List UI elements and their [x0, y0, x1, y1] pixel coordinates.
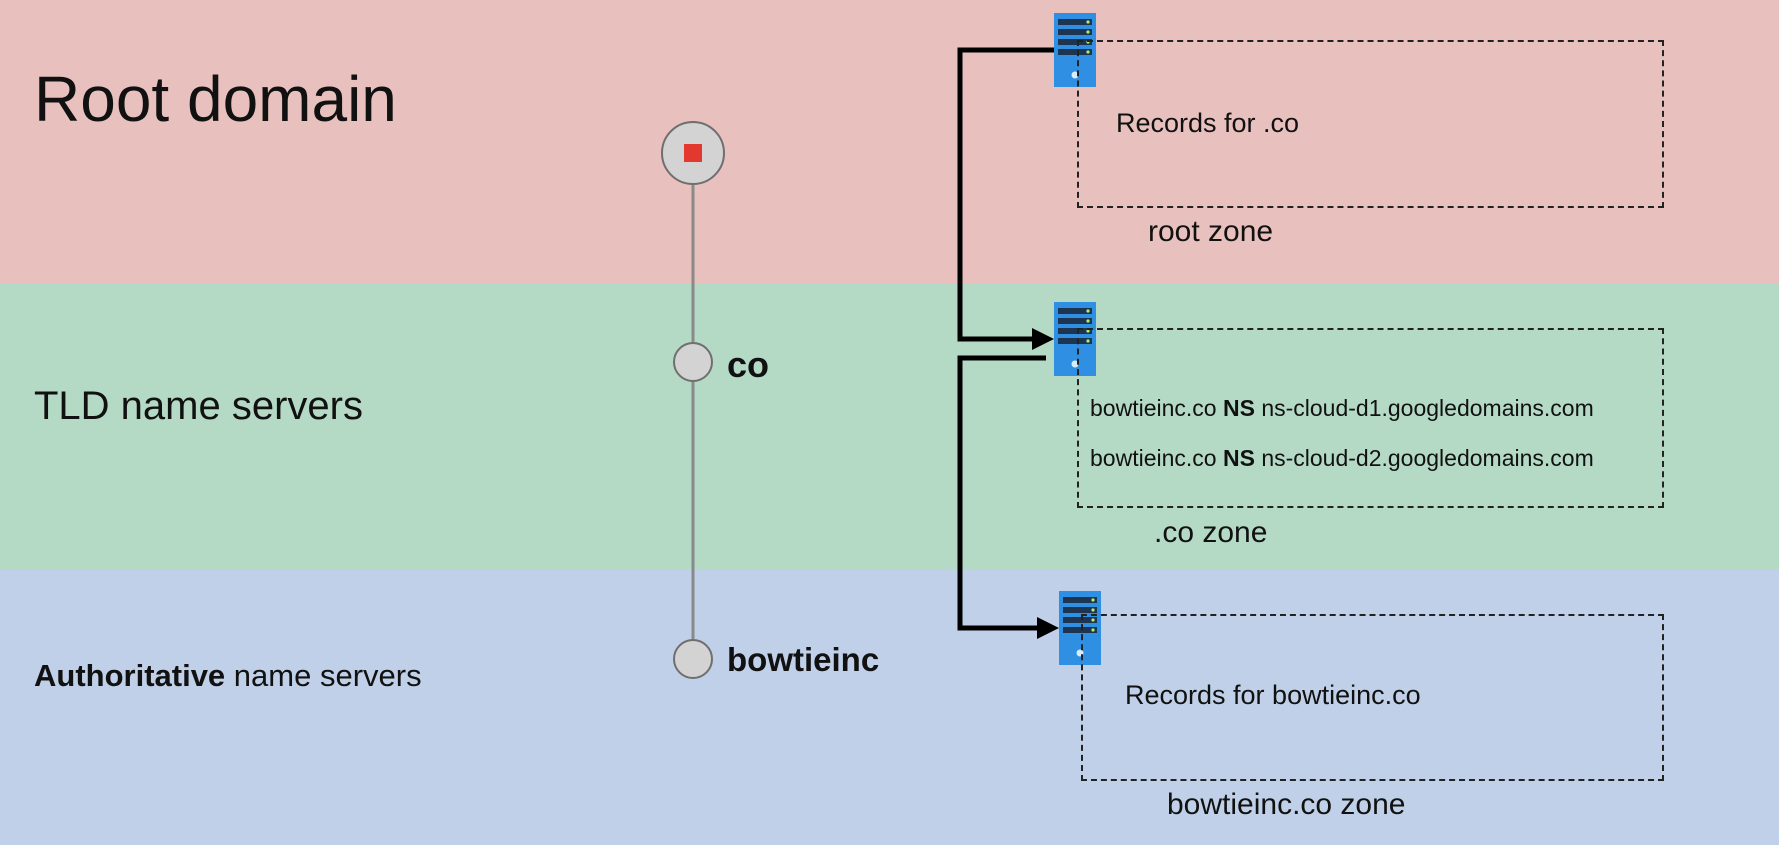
- root-domain-band: [0, 0, 1779, 283]
- co-zone-record-line: bowtieinc.co NS ns-cloud-d1.googledomain…: [1090, 395, 1594, 422]
- co-zone-label: .co zone: [1154, 516, 1268, 549]
- co-node-label: co: [727, 344, 770, 385]
- root-zone-label: root zone: [1148, 215, 1274, 248]
- record-value: ns-cloud-d2.googledomains.com: [1261, 445, 1594, 471]
- root-zone-box: [1077, 40, 1664, 208]
- root-to-tld-arrow: [957, 47, 1054, 342]
- authoritative-heading: Authoritative name servers: [34, 658, 422, 694]
- root-zone-record: Records for .co: [1116, 108, 1300, 138]
- record-domain: bowtieinc.co: [1090, 395, 1217, 421]
- co-node-icon: [673, 342, 713, 382]
- record-value: ns-cloud-d1.googledomains.com: [1261, 395, 1594, 421]
- record-type: NS: [1222, 395, 1255, 421]
- bowtieinc-node-icon: [673, 639, 713, 679]
- tld-heading: TLD name servers: [34, 384, 363, 428]
- authoritative-heading-bold: Authoritative: [34, 658, 226, 693]
- root-node-icon: [661, 121, 725, 185]
- root-domain-heading: Root domain: [34, 63, 397, 135]
- record-type: NS: [1222, 445, 1255, 471]
- tld-band: [0, 283, 1779, 570]
- tld-to-authoritative-arrow: [957, 355, 1046, 631]
- record-domain: bowtieinc.co: [1090, 445, 1217, 471]
- authoritative-heading-rest: name servers: [225, 658, 422, 693]
- authoritative-zone-record: Records for bowtieinc.co: [1125, 680, 1421, 710]
- co-zone-box: [1077, 328, 1664, 508]
- authoritative-zone-label: bowtieinc.co zone: [1167, 788, 1406, 821]
- bowtieinc-node-label: bowtieinc: [727, 641, 880, 678]
- co-zone-record-line: bowtieinc.co NS ns-cloud-d2.googledomain…: [1090, 445, 1594, 472]
- authoritative-zone-box: [1081, 614, 1664, 781]
